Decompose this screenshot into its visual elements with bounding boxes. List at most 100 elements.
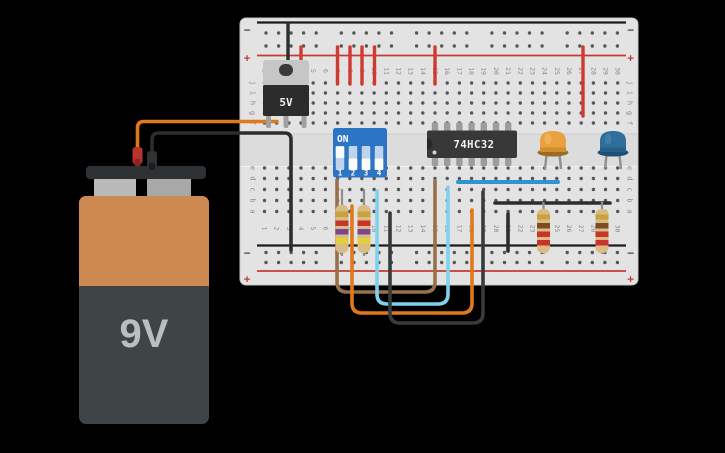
dip-switch-knob-2[interactable] bbox=[348, 158, 358, 171]
breadboard-hole bbox=[384, 101, 388, 105]
breadboard-hole bbox=[384, 121, 388, 125]
dip-switch-knob-3[interactable] bbox=[361, 158, 371, 171]
row-letter: d bbox=[626, 176, 634, 180]
column-number: 16 bbox=[443, 67, 451, 75]
led-resistor-2[interactable] bbox=[595, 202, 609, 254]
pulldown-resistor-2[interactable] bbox=[357, 189, 371, 256]
breadboard-hole bbox=[396, 81, 401, 85]
breadboard-rail-hole bbox=[440, 44, 444, 48]
breadboard-hole bbox=[348, 111, 352, 115]
breadboard-rail-hole bbox=[540, 44, 544, 48]
band-gold bbox=[595, 214, 609, 220]
led-resistor-1[interactable] bbox=[537, 202, 550, 254]
breadboard-hole bbox=[555, 111, 559, 115]
breadboard-hole bbox=[396, 176, 401, 181]
dip-switch-knob-4[interactable] bbox=[374, 158, 384, 171]
ic-pin bbox=[480, 122, 487, 132]
dip-switch-body[interactable] bbox=[333, 128, 387, 178]
battery-9v[interactable]: 9V bbox=[79, 166, 209, 424]
band-red bbox=[537, 240, 550, 246]
breadboard-hole bbox=[469, 91, 474, 95]
breadboard-rail-hole bbox=[377, 44, 381, 48]
breadboard-rail-hole bbox=[314, 31, 318, 35]
breadboard-hole bbox=[396, 198, 401, 203]
ic-body[interactable] bbox=[427, 130, 517, 159]
dip-number-2: 2 bbox=[351, 169, 356, 178]
rail-sign: − bbox=[627, 24, 634, 37]
wire-signal-cyan-loop[interactable] bbox=[375, 185, 450, 306]
breadboard-hole bbox=[603, 91, 608, 95]
row-letter: b bbox=[626, 198, 634, 202]
breadboard-hole bbox=[299, 198, 303, 203]
column-number: 23 bbox=[529, 67, 537, 75]
breadboard-hole bbox=[542, 176, 547, 181]
breadboard-hole bbox=[616, 101, 620, 105]
column-number: 23 bbox=[529, 225, 537, 233]
column-number: 11 bbox=[382, 225, 390, 233]
dip-switch[interactable]: ON 1 2 3 4 bbox=[333, 128, 387, 178]
breadboard-hole bbox=[372, 101, 376, 105]
led-highlight bbox=[544, 133, 552, 145]
breadboard-rail-hole bbox=[264, 31, 268, 35]
breadboard-rail-hole bbox=[339, 260, 343, 265]
breadboard-hole bbox=[323, 187, 328, 192]
breadboard-hole bbox=[469, 166, 474, 170]
voltage-regulator-5v[interactable]: 5V bbox=[263, 60, 309, 128]
dip-switch-knob-1[interactable] bbox=[335, 146, 345, 159]
breadboard-hole bbox=[335, 111, 340, 115]
breadboard-hole bbox=[591, 121, 596, 125]
wire-battery-negative[interactable] bbox=[150, 131, 293, 252]
band-brown bbox=[537, 223, 550, 229]
ic-pin bbox=[444, 157, 451, 166]
dip-number-1: 1 bbox=[338, 169, 343, 178]
breadboard-rail-hole bbox=[615, 31, 620, 35]
battery-positive-clip-tip bbox=[134, 159, 141, 166]
breadboard-hole bbox=[445, 166, 449, 170]
column-number: 25 bbox=[553, 225, 561, 233]
breadboard-rail-hole bbox=[578, 44, 582, 48]
breadboard-rail-hole bbox=[527, 250, 532, 255]
breadboard-hole bbox=[323, 198, 328, 203]
breadboard-hole bbox=[616, 187, 620, 192]
breadboard-hole bbox=[567, 101, 571, 105]
breadboard-rail-hole bbox=[440, 260, 444, 265]
regulator-leg-ground bbox=[283, 114, 289, 128]
led-blue[interactable] bbox=[597, 131, 629, 170]
breadboard-hole bbox=[348, 91, 352, 95]
regulator-body[interactable] bbox=[263, 85, 309, 116]
breadboard-rail-hole bbox=[490, 31, 494, 35]
ic-74hc32[interactable]: 74HC32 bbox=[427, 122, 517, 167]
breadboard-rail-hole bbox=[590, 260, 594, 265]
column-number: 29 bbox=[602, 67, 610, 75]
wire-signal-brown-loop[interactable] bbox=[335, 178, 437, 294]
ic-pin bbox=[480, 157, 487, 166]
breadboard-hole bbox=[275, 176, 279, 181]
breadboard-hole bbox=[396, 91, 401, 95]
column-number: 20 bbox=[492, 67, 500, 75]
ic-pin bbox=[468, 157, 475, 166]
breadboard-rail-hole bbox=[364, 260, 369, 265]
breadboard-rail-hole bbox=[515, 31, 519, 35]
breadboard-rail-hole bbox=[389, 44, 394, 48]
breadboard-hole bbox=[518, 187, 522, 192]
breadboard-hole bbox=[591, 91, 596, 95]
led-orange[interactable] bbox=[537, 131, 569, 170]
breadboard-hole bbox=[567, 187, 571, 192]
wire-signal-orange-loop[interactable] bbox=[350, 204, 474, 315]
rail-sign: − bbox=[244, 24, 251, 37]
pulldown-resistor-1[interactable] bbox=[335, 189, 349, 256]
breadboard-hole bbox=[311, 187, 315, 192]
breadboard-hole bbox=[372, 91, 376, 95]
rail-sign: − bbox=[244, 247, 251, 260]
breadboard-hole bbox=[530, 166, 535, 170]
breadboard-hole bbox=[555, 209, 559, 214]
breadboard-rail-hole bbox=[264, 250, 268, 255]
wire-battery-positive[interactable] bbox=[135, 119, 279, 155]
breadboard-hole bbox=[311, 209, 315, 214]
wire-signal-gray-loop[interactable] bbox=[388, 190, 485, 325]
breadboard-hole bbox=[372, 198, 376, 203]
breadboard-rail-hole bbox=[289, 250, 293, 255]
column-number: 14 bbox=[419, 67, 427, 75]
breadboard-rail-hole bbox=[339, 31, 343, 35]
breadboard-hole bbox=[421, 91, 425, 95]
